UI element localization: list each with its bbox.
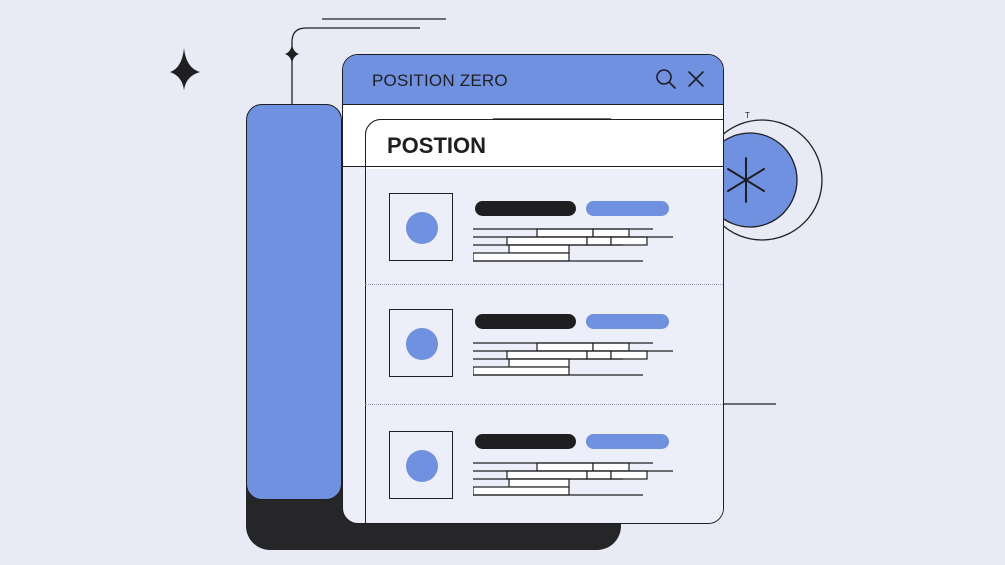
sparkle-icon xyxy=(285,44,299,64)
thumbnail-dot xyxy=(406,328,438,360)
search-icon[interactable] xyxy=(655,68,677,90)
deco-connector xyxy=(291,27,420,104)
title-placeholder-bar xyxy=(475,314,576,329)
circle-thumbnail xyxy=(389,309,453,377)
list-item[interactable] xyxy=(365,425,723,523)
text-lines-placeholder xyxy=(473,462,673,496)
thumbnail-dot xyxy=(406,212,438,244)
circle-thumbnail xyxy=(389,193,453,261)
svg-text:T: T xyxy=(745,111,750,120)
row-divider xyxy=(365,404,723,405)
asterisk-icon xyxy=(727,157,765,203)
window-title: POSITION ZERO xyxy=(372,71,508,90)
list-item[interactable] xyxy=(365,187,723,287)
sparkle-icon xyxy=(170,48,200,90)
position-zero-window: POSITION ZERO POSTION xyxy=(342,54,724,524)
back-card-blue xyxy=(246,104,342,500)
list-item[interactable] xyxy=(365,303,723,403)
thumbnail-dot xyxy=(406,450,438,482)
panel-title: POSTION xyxy=(387,133,487,158)
tag-placeholder-bar xyxy=(586,201,669,216)
title-placeholder-bar xyxy=(475,434,576,449)
close-icon[interactable] xyxy=(685,68,707,90)
tag-placeholder-bar xyxy=(586,434,669,449)
inner-panel-header xyxy=(365,119,723,169)
orb-decoration: T xyxy=(701,111,823,241)
title-placeholder-bar xyxy=(475,201,576,216)
row-divider xyxy=(365,284,723,285)
panel-top-line xyxy=(493,118,611,120)
text-lines-placeholder xyxy=(473,342,673,376)
window-header: POSITION ZERO xyxy=(343,55,723,105)
text-lines-placeholder xyxy=(473,228,673,262)
circle-thumbnail xyxy=(389,431,453,499)
tag-placeholder-bar xyxy=(586,314,669,329)
panel-header-divider xyxy=(343,166,723,167)
